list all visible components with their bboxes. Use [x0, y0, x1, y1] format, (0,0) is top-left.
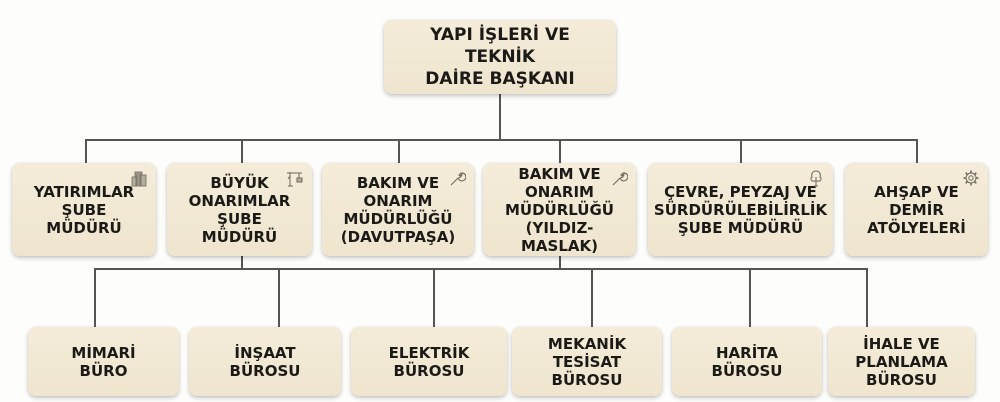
- connector-l2-5: [749, 268, 751, 327]
- node-label: İNŞAAT BÜROSU: [229, 343, 301, 380]
- connector-l1-3: [398, 139, 400, 163]
- node-label: MİMARİ BÜRO: [71, 343, 136, 380]
- node-label: İHALE VE PLANLAMA BÜROSU: [855, 334, 948, 389]
- node-label: BAKIM VE ONARIM MÜDÜRLÜĞÜ (DAVUTPAŞA): [340, 173, 456, 246]
- node-label: YAPI İŞLERİ VE TEKNİK DAİRE BAŞKANI: [425, 25, 575, 89]
- connector-l1-4-down: [559, 256, 561, 268]
- connector-level2-bus: [94, 268, 867, 270]
- node-maintenance-yildiz-maslak: BAKIM VE ONARIM MÜDÜRLÜĞÜ (YILDIZ-MASLAK…: [483, 163, 636, 256]
- node-workshops: AHŞAP VE DEMİR ATÖLYELERİ: [845, 163, 988, 256]
- connector-l2-6: [866, 268, 868, 327]
- connector-top-down: [499, 94, 501, 139]
- node-architecture-office: MİMARİ BÜRO: [28, 327, 179, 396]
- node-label: MEKANİK TESİSAT BÜROSU: [547, 334, 627, 389]
- node-major-repairs-branch: BÜYÜK ONARIMLAR ŞUBE MÜDÜRÜ: [167, 163, 312, 256]
- node-label: HARİTA BÜROSU: [711, 343, 783, 380]
- connector-l1-5: [740, 139, 742, 163]
- gear-icon: [962, 169, 980, 187]
- node-maintenance-davutpasa: BAKIM VE ONARIM MÜDÜRLÜĞÜ (DAVUTPAŞA): [322, 163, 474, 256]
- node-environment-branch: ÇEVRE, PEYZAJ VE SÜRDÜRÜLEBİLİRLİK ŞUBE …: [648, 163, 833, 256]
- node-label: AHŞAP VE DEMİR ATÖLYELERİ: [867, 182, 966, 237]
- connector-l2-2: [278, 268, 280, 327]
- node-label: ELEKTRİK BÜROSU: [388, 343, 470, 380]
- wrench-icon: [610, 169, 628, 187]
- connector-l2-4: [591, 268, 593, 327]
- connector-l1-4: [559, 139, 561, 163]
- node-tender-planning-office: İHALE VE PLANLAMA BÜROSU: [828, 327, 975, 396]
- connector-l2-3: [433, 268, 435, 327]
- connector-level1-bus: [85, 139, 917, 141]
- connector-l1-2: [241, 139, 243, 163]
- tree-icon: [807, 169, 825, 187]
- node-label: YATIRIMLAR ŞUBE MÜDÜRÜ: [33, 182, 135, 237]
- crane-icon: [286, 169, 304, 187]
- building-icon: [130, 169, 148, 187]
- connector-l2-1: [94, 268, 96, 327]
- node-mapping-office: HARİTA BÜROSU: [672, 327, 822, 396]
- node-label: BAKIM VE ONARIM MÜDÜRLÜĞÜ (YILDIZ-MASLAK…: [505, 164, 614, 255]
- node-electrical-office: ELEKTRİK BÜROSU: [351, 327, 507, 396]
- node-investments-branch: YATIRIMLAR ŞUBE MÜDÜRÜ: [12, 163, 156, 256]
- wrench-icon: [448, 169, 466, 187]
- node-department-head: YAPI İŞLERİ VE TEKNİK DAİRE BAŞKANI: [384, 20, 616, 94]
- connector-l1-2-down: [241, 256, 243, 268]
- connector-l1-6: [916, 139, 918, 163]
- node-label: ÇEVRE, PEYZAJ VE SÜRDÜRÜLEBİLİRLİK ŞUBE …: [653, 182, 828, 237]
- node-mechanical-office: MEKANİK TESİSAT BÜROSU: [512, 327, 662, 396]
- node-label: BÜYÜK ONARIMLAR ŞUBE MÜDÜRÜ: [188, 173, 291, 246]
- connector-l1-1: [85, 139, 87, 163]
- node-construction-office: İNŞAAT BÜROSU: [189, 327, 341, 396]
